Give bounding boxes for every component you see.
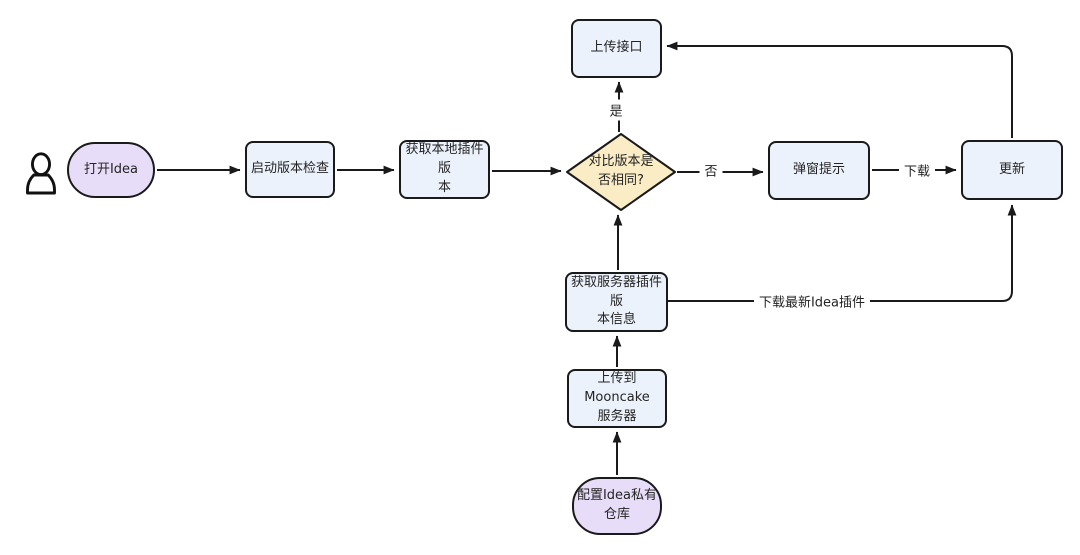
node-update[interactable]: 更新 — [961, 140, 1063, 200]
node-decision-label: 对比版本是 否相同? — [588, 154, 654, 188]
edge-getserver-to-update — [668, 204, 1017, 302]
person-icon — [26, 152, 56, 195]
edge-label-no: 否 — [699, 159, 723, 181]
node-popup-prompt[interactable]: 弹窗提示 — [768, 141, 870, 200]
node-upload-to-mooncake[interactable]: 上传到Mooncake 服务器 — [567, 369, 667, 428]
node-upload-api[interactable]: 上传接口 — [571, 19, 662, 78]
edge-label-download-latest: 下载最新Idea插件 — [753, 290, 871, 312]
node-config-idea-private-repo[interactable]: 配置Idea私有 仓库 — [572, 477, 662, 535]
edge-label-download: 下载 — [898, 159, 936, 181]
node-start-version-check[interactable]: 启动版本检查 — [245, 141, 335, 198]
node-open-idea[interactable]: 打开Idea — [67, 142, 155, 198]
edge-label-yes: 是 — [604, 99, 628, 121]
edge-update-to-uploadapi — [666, 41, 1013, 138]
node-get-server-plugin-version[interactable]: 获取服务器插件版 本信息 — [565, 272, 668, 332]
node-get-local-plugin-version[interactable]: 获取本地插件版 本 — [399, 140, 490, 199]
decision-diamond[interactable] — [566, 133, 676, 211]
